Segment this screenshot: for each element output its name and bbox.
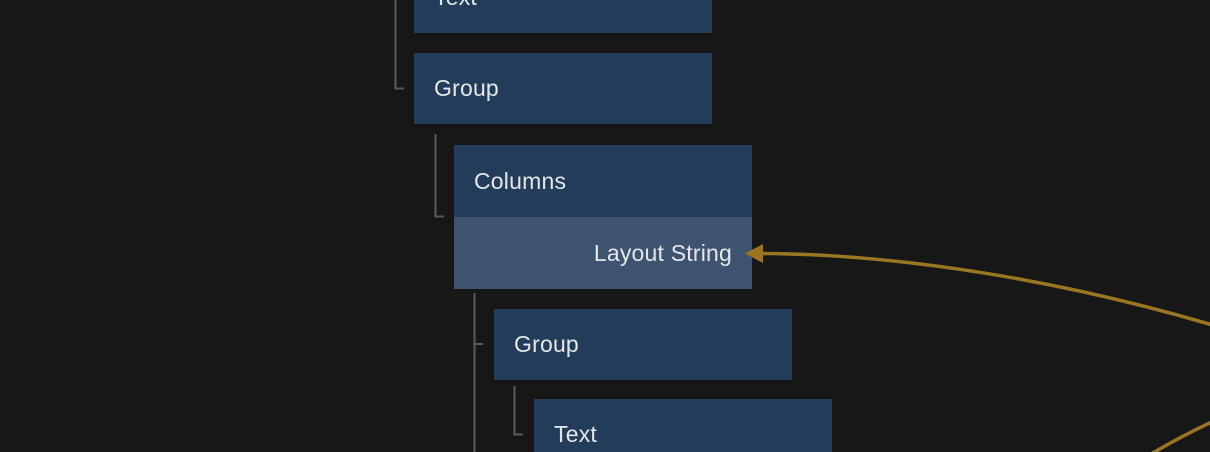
node-group-2[interactable]: Group: [494, 309, 792, 380]
node-text-bottom-label: Text: [554, 421, 597, 447]
node-group-2-label: Group: [514, 331, 579, 357]
node-text-top-label: Text: [434, 0, 477, 11]
input-port-layout-string[interactable]: Layout String: [454, 217, 752, 289]
node-text-top[interactable]: Text: [414, 0, 712, 33]
wire-curve-main: [758, 251, 1210, 327]
node-columns-header[interactable]: Columns: [454, 145, 752, 217]
tree-connector-text-bottom: [513, 386, 523, 436]
node-columns-label: Columns: [474, 167, 567, 194]
tree-connector-group-1: [394, 0, 404, 90]
input-port-layout-string-label: Layout String: [593, 239, 732, 266]
node-group-1-label: Group: [434, 75, 499, 101]
node-text-bottom[interactable]: Text: [534, 399, 832, 452]
wire-curve-secondary: [1151, 420, 1210, 452]
tree-connector-columns: [434, 134, 444, 218]
node-group-1[interactable]: Group: [414, 53, 712, 124]
node-columns[interactable]: Columns Layout String: [454, 145, 752, 289]
tree-connector-group-2: [473, 293, 483, 452]
